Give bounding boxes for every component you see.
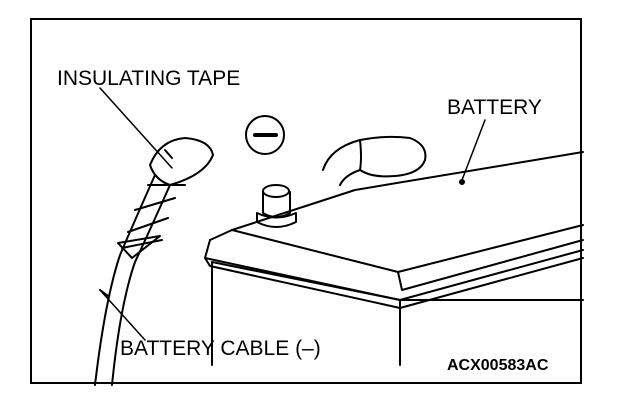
label-insulating-tape: INSULATING TAPE [57, 67, 241, 90]
label-battery-cable: BATTERY CABLE (–) [120, 337, 321, 360]
terminal-cover [322, 135, 427, 186]
battery-case [211, 261, 584, 366]
battery-case-right [399, 249, 584, 301]
leader-cable [99, 289, 146, 341]
leader-battery [461, 119, 486, 181]
battery-lid-rim [204, 229, 584, 309]
leader-tape [99, 87, 173, 169]
battery-post-top [262, 184, 290, 198]
figure-border [30, 18, 582, 384]
label-battery: BATTERY [447, 96, 542, 119]
battery-cable [94, 174, 156, 386]
minus-in-circle-icon [245, 115, 285, 155]
figure-code: ACX00583AC [447, 357, 549, 374]
insulating-tape [149, 137, 214, 186]
